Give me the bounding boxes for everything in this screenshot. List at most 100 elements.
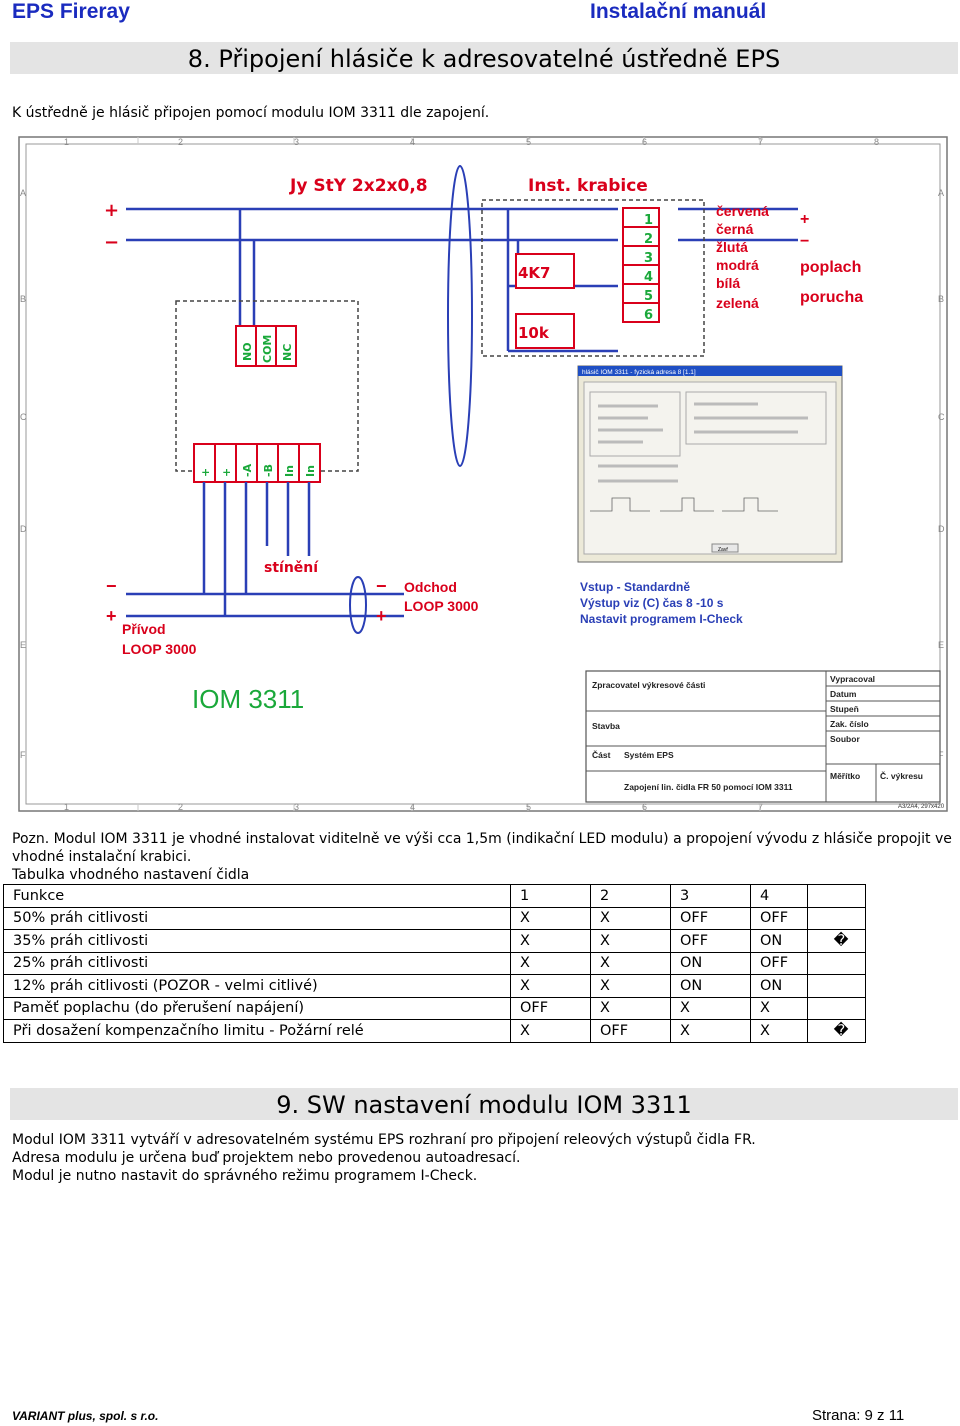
grid-num: 8 [874, 137, 879, 147]
grid-letter: E [938, 640, 944, 650]
table-cell: X [590, 996, 671, 1020]
dialog-ok-button: Zavř [718, 547, 728, 553]
table-cell: Funkce [3, 884, 511, 908]
tb-soubor: Soubor [830, 734, 860, 744]
software-dialog: hlásič IOM 3311 - fyzická adresa 8 [1.1]… [577, 365, 843, 563]
section-8-title: 8. Připojení hlásiče k adresovatelné úst… [10, 42, 958, 74]
table-cell: 50% práh citlivosti [3, 906, 511, 930]
tb-cast: Část [592, 749, 611, 760]
shield-label: stínění [264, 560, 319, 576]
tb-system: Systém EPS [624, 750, 674, 760]
table-cell: ON [750, 929, 808, 953]
terminal-number: 6 [644, 308, 653, 323]
grid-num: 6 [642, 137, 647, 147]
loop-out-minus: − [376, 576, 387, 596]
table-cell [807, 951, 866, 975]
grid-letter: C [938, 412, 945, 422]
grid-num: 4 [410, 137, 415, 147]
table-row: Při dosažení kompenzačního limitu - Požá… [3, 1019, 866, 1043]
grid-letter: C [20, 412, 27, 422]
table-cell: OFF [750, 906, 808, 930]
table-cell: 35% práh citlivosti [3, 929, 511, 953]
grid-letter: B [938, 294, 944, 304]
tb-stupen: Stupeň [830, 704, 859, 714]
note-line: Výstup viz (C) čas 8 -10 s [580, 596, 724, 610]
table-cell: X [670, 1019, 751, 1043]
section-9-line: Adresa modulu je určena buď projektem ne… [12, 1150, 521, 1166]
table-cell: X [670, 996, 751, 1020]
terminal-number: 1 [644, 213, 653, 228]
wire-color: černá [716, 221, 754, 237]
table-cell: ON [750, 974, 808, 998]
grid-letter: E [20, 640, 26, 650]
grid-num: 1 [64, 137, 69, 147]
loop-in-minus: − [106, 576, 117, 596]
doc-header-left: EPS Fireray [12, 0, 130, 23]
title-block: Zpracovatel výkresové části Vypracoval D… [585, 670, 945, 810]
table-cell: � [807, 929, 866, 953]
table-cell: OFF [510, 996, 591, 1020]
output-plus: + [800, 211, 809, 228]
loop-in-plus: + [106, 606, 117, 626]
loop-in-label: LOOP 3000 [122, 641, 197, 657]
terminal-number: 3 [644, 251, 653, 266]
grid-letter: A [20, 188, 26, 198]
note-line: Nastavit programem I-Check [580, 612, 743, 626]
table-cell: OFF [590, 1019, 671, 1043]
table-cell: X [510, 906, 591, 930]
relay-terminal: NC [281, 344, 294, 361]
table-cell [807, 884, 866, 908]
table-row: 50% práh citlivosti X X OFF OFF [3, 906, 866, 930]
grid-letter: A [938, 188, 944, 198]
section-9-line: Modul je nutno nastavit do správného rež… [12, 1168, 478, 1184]
relay-terminal: NO [241, 342, 254, 361]
table-cell: X [750, 996, 808, 1020]
grid-num: 7 [758, 137, 763, 147]
table-cell: X [590, 906, 671, 930]
grid-num: 2 [178, 137, 183, 147]
grid-num: 7 [758, 802, 763, 812]
tb-zak-cislo: Zak. číslo [830, 719, 869, 729]
wire-color: bílá [716, 275, 740, 291]
table-cell: 2 [590, 884, 671, 908]
grid-letter: F [938, 750, 944, 760]
module-terminal: In [304, 465, 317, 477]
wire-color: modrá [716, 257, 759, 273]
wire-color: zelená [716, 295, 759, 311]
table-caption: Tabulka vhodného nastavení čidla [12, 867, 250, 883]
table-cell: X [510, 974, 591, 998]
table-cell: OFF [670, 929, 751, 953]
privod-label: Přívod [122, 621, 166, 637]
installation-note: Pozn. Modul IOM 3311 je vhodné instalova… [12, 831, 952, 865]
grid-num: 5 [526, 802, 531, 812]
table-cell: 1 [510, 884, 591, 908]
table-cell: ON [670, 951, 751, 975]
table-cell: Při dosažení kompenzačního limitu - Požá… [3, 1019, 511, 1043]
table-cell: ON [670, 974, 751, 998]
table-cell: Paměť poplachu (do přerušení napájení) [3, 996, 511, 1020]
section-8-intro: K ústředně je hlásič připojen pomocí mod… [12, 105, 490, 121]
section-9-line: Modul IOM 3311 vytváří v adresovatelném … [12, 1132, 756, 1148]
table-cell: X [590, 951, 671, 975]
module-terminal: -A [241, 463, 254, 477]
tb-datum: Datum [830, 689, 857, 699]
resistor-4k7: 4K7 [518, 264, 551, 282]
tb-c-vykresu: Č. výkresu [880, 770, 923, 781]
module-terminal: + [220, 468, 233, 477]
grid-letter: D [938, 524, 945, 534]
terminal-number: 5 [644, 289, 653, 304]
grid-letter: B [20, 294, 26, 304]
minus-sign: − [104, 232, 119, 253]
resistor-10k: 10k [518, 324, 550, 342]
table-cell [807, 906, 866, 930]
module-name: IOM 3311 [192, 684, 304, 714]
wire-color: červená [716, 203, 769, 219]
table-cell: 3 [670, 884, 751, 908]
table-cell: X [590, 974, 671, 998]
tb-meritko: Měřítko [830, 771, 860, 781]
wire-color: žlutá [716, 239, 748, 255]
settings-table: Funkce 1 2 3 4 50% práh citlivosti X X O… [3, 884, 866, 1043]
grid-num: 3 [294, 137, 299, 147]
loop-out-plus: + [376, 606, 387, 626]
grid-num: 6 [642, 802, 647, 812]
